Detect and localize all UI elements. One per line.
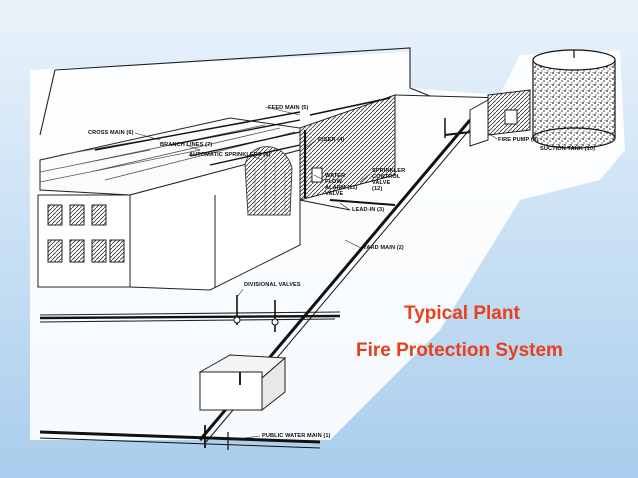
public-water-main [39, 425, 321, 450]
label-divisional-valves: DIVISIONAL VALVES [244, 282, 301, 288]
label-water-flow-2: FLOW [325, 179, 342, 185]
label-automatic-sprinklers: AUTOMATIC SPRINKLERS (8) [189, 152, 270, 158]
label-yard-main: YARD MAIN (2) [363, 245, 404, 251]
sprinkler-piping [94, 111, 301, 166]
label-fire-pump: FIRE PUMP (9) [498, 137, 538, 143]
label-feed-main: FEED MAIN (5) [268, 105, 308, 111]
label-lead-in: LEAD-IN (3) [352, 207, 384, 213]
slide-title-line1: Typical Plant [404, 303, 520, 324]
label-suction-tank: SUCTION TANK (10) [540, 146, 595, 152]
label-riser: RISER (4) [318, 137, 344, 143]
label-public-water-main: PUBLIC WATER MAIN (1) [262, 433, 331, 439]
diagram-labels: FEED MAIN (5) CROSS MAIN (6) BRANCH LINE… [88, 105, 595, 439]
leader-lines [134, 106, 498, 441]
suction-tank [532, 49, 616, 149]
valve-pit [198, 354, 287, 412]
main-building [37, 117, 301, 291]
fire-pump-house [469, 89, 531, 147]
label-sprinkler-control-1: SPRINKLER [372, 168, 405, 174]
label-sprinkler-control-4: (12) [372, 186, 382, 192]
label-water-flow-1: WATER [325, 173, 345, 179]
label-sprinkler-control-3: VALVE [372, 180, 390, 186]
label-cross-main: CROSS MAIN (6) [88, 130, 134, 136]
divisional-line [39, 295, 341, 332]
slide-title-line2: Fire Protection System [356, 340, 563, 361]
label-water-flow-3: ALARM (11) [325, 185, 357, 191]
label-sprinkler-control-2: CONTROL [372, 174, 401, 180]
riser-wall [299, 94, 396, 201]
site-outline [39, 47, 506, 323]
label-water-flow-4: VALVE [325, 191, 343, 197]
